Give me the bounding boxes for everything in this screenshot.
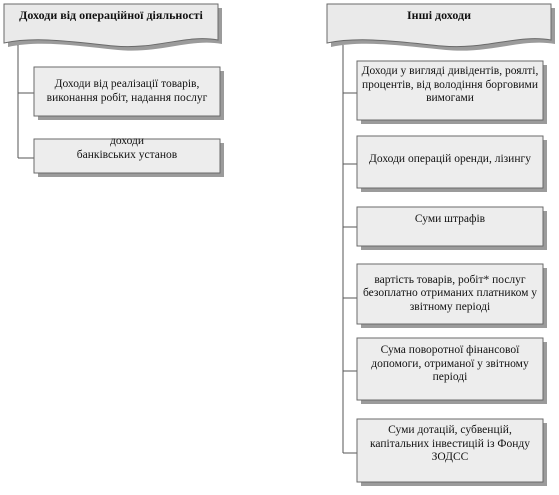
right-box-dividends: Доходи у вигляді дивідентів, роялті, про… [361, 65, 539, 104]
right-box-fines: Суми штрафів [414, 213, 486, 225]
right-box-free-goods: вартість товарів, робіт* послуг безоплат… [362, 273, 538, 313]
left-connector [17, 45, 34, 159]
right-header-shape [326, 3, 555, 51]
right-connector [342, 45, 357, 454]
left-header-shape [3, 3, 222, 51]
left-header-title: Доходи від операційної діяльності [19, 8, 203, 22]
right-box-subsidies: Суми дотацій, субвенцій, капітальних інв… [370, 424, 530, 463]
left-box-shapes [33, 66, 224, 177]
left-box-sales-revenue: Доходи від реалізації товарів, виконання… [46, 78, 208, 104]
left-box-bank-income: доходи банківських установ [76, 135, 178, 161]
right-box-shapes [356, 60, 547, 486]
right-header-title: Інші доходи [406, 8, 471, 22]
right-box-lease: Доходи операцій оренди, лізингу [369, 153, 531, 165]
right-box-financial-aid: Сума поворотної фінансової допомоги, отр… [371, 344, 529, 383]
